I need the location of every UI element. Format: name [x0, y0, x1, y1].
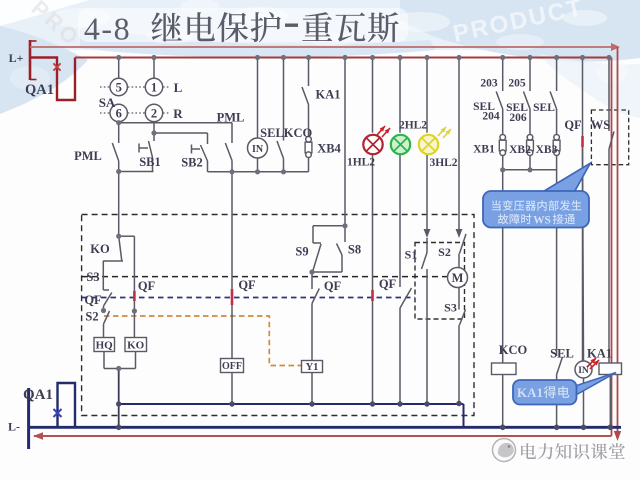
svg-text:QF: QF: [564, 118, 582, 132]
svg-text:S3: S3: [86, 270, 99, 284]
svg-text:XB4: XB4: [317, 142, 341, 156]
svg-text:SEL: SEL: [473, 101, 495, 113]
svg-text:M: M: [452, 271, 464, 285]
svg-text:2HL2: 2HL2: [399, 120, 427, 132]
svg-text:WS: WS: [591, 118, 611, 132]
svg-text:QF: QF: [324, 279, 342, 293]
svg-text:204: 204: [482, 111, 500, 123]
svg-text:KCO: KCO: [499, 343, 528, 357]
svg-text:XB1: XB1: [473, 144, 495, 156]
svg-text:PML: PML: [74, 149, 102, 163]
svg-text:S1: S1: [405, 248, 418, 262]
svg-text:IN: IN: [578, 366, 589, 376]
svg-text:206: 206: [509, 112, 527, 124]
svg-text:KO: KO: [127, 340, 145, 352]
svg-text:Y1: Y1: [306, 362, 319, 373]
svg-text:S3: S3: [444, 301, 457, 315]
svg-text:L+: L+: [9, 51, 24, 65]
svg-text:WS: WS: [533, 214, 551, 226]
svg-text:1HL2: 1HL2: [347, 157, 375, 169]
svg-text:XB2: XB2: [509, 144, 531, 156]
svg-text:QF: QF: [238, 278, 256, 292]
svg-text:4-8: 4-8: [84, 11, 131, 47]
svg-text:205: 205: [508, 78, 526, 90]
svg-text:QF: QF: [379, 277, 397, 291]
svg-text:SEL: SEL: [533, 102, 555, 114]
svg-text:QF: QF: [84, 293, 102, 307]
svg-text:HQ: HQ: [96, 340, 114, 352]
svg-text:SB1: SB1: [139, 155, 161, 169]
svg-text:QA1: QA1: [25, 82, 54, 98]
svg-text:SEL: SEL: [550, 347, 574, 361]
svg-text:SEL: SEL: [260, 126, 284, 140]
svg-text:PML: PML: [217, 111, 245, 125]
svg-text:1: 1: [151, 81, 157, 95]
svg-text:203: 203: [480, 78, 498, 90]
svg-text:3HL2: 3HL2: [429, 157, 457, 169]
svg-text:KA1: KA1: [587, 347, 612, 361]
svg-text:KA1: KA1: [316, 88, 341, 102]
svg-text:IN: IN: [252, 144, 264, 155]
svg-text:2: 2: [151, 107, 157, 121]
svg-text:KA1: KA1: [517, 385, 543, 400]
svg-text:R: R: [173, 106, 183, 121]
svg-text:S8: S8: [348, 243, 361, 257]
svg-text:OFF: OFF: [222, 361, 242, 372]
svg-text:KCO: KCO: [284, 126, 313, 140]
svg-text:5: 5: [116, 81, 122, 95]
svg-text:S2: S2: [438, 245, 451, 259]
svg-text:KO: KO: [90, 242, 110, 256]
svg-text:S2: S2: [85, 310, 98, 324]
svg-text:QF: QF: [138, 279, 156, 293]
svg-text:L-: L-: [8, 420, 20, 434]
svg-text:SA: SA: [99, 95, 116, 110]
svg-text:SB2: SB2: [181, 156, 203, 170]
svg-text:QA1: QA1: [23, 387, 53, 403]
svg-text:L: L: [174, 80, 183, 95]
svg-text:6: 6: [116, 107, 122, 121]
svg-text:S9: S9: [295, 245, 308, 259]
svg-text:SEL: SEL: [506, 102, 528, 114]
svg-text:XB3: XB3: [536, 144, 558, 156]
